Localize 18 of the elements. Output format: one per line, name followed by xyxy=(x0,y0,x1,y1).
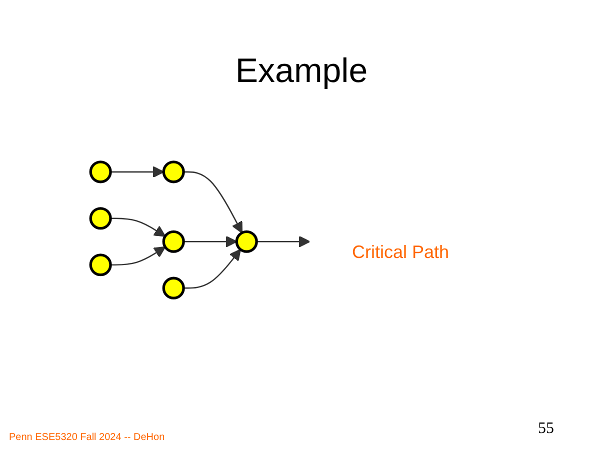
slide-title: Example xyxy=(234,52,369,91)
arrow xyxy=(110,166,164,178)
node-circle xyxy=(162,230,185,253)
arrow xyxy=(110,218,166,237)
arrow xyxy=(184,248,242,289)
node-circle xyxy=(89,254,112,276)
node-circle xyxy=(89,207,112,230)
node-circle xyxy=(235,230,258,253)
page-number: 55 xyxy=(538,420,554,438)
arrow xyxy=(110,246,166,266)
node-circle xyxy=(162,160,185,184)
arrow xyxy=(184,236,238,248)
footer-text: Penn ESE5320 Fall 2024 -- DeHon xyxy=(9,432,165,443)
node-circle xyxy=(89,160,112,184)
node-circle xyxy=(162,276,185,300)
arrow xyxy=(184,171,243,234)
note-text: Critical Path xyxy=(352,242,450,263)
arrow xyxy=(256,236,310,248)
